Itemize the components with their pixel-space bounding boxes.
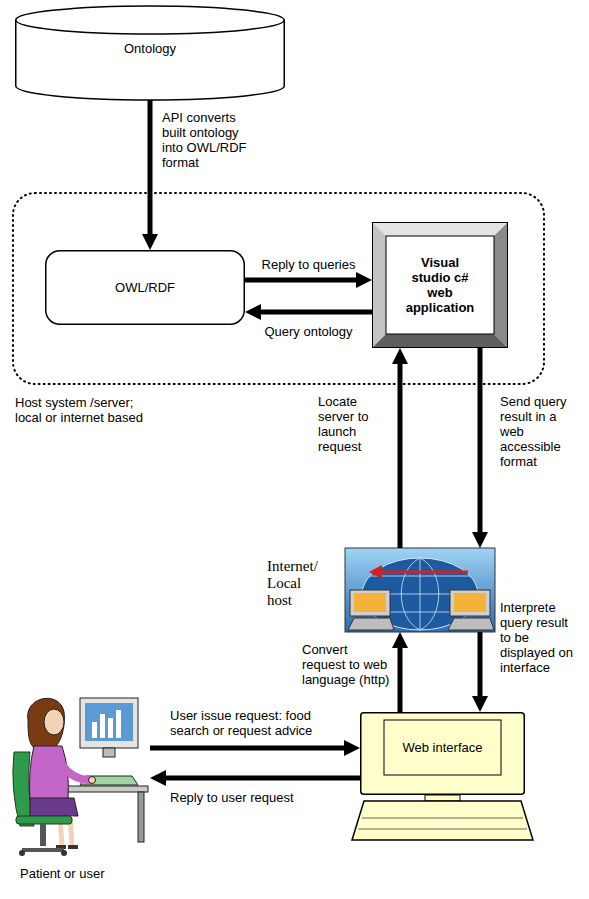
database-cylinder: Ontology (15, 6, 285, 100)
node-label: OWL/RDF (115, 280, 175, 295)
arrow-label: Locate server to launch request (318, 394, 394, 454)
arrow-label: Query ontology (245, 324, 372, 339)
user-node-outline (8, 690, 150, 858)
arrow-label: Convert request to web language (http) (302, 642, 392, 687)
monitor-box: Web interface (360, 712, 525, 795)
flow-arrow (148, 100, 153, 238)
flow-arrow (478, 348, 483, 536)
node-label: Ontology (124, 41, 176, 56)
arrow-label: Interprete query result to be displayed … (500, 600, 578, 675)
user-illustration (13, 698, 148, 856)
arrow-label: Send query result in a web accessible fo… (500, 394, 580, 469)
node-label: Visual studio c# web application (402, 255, 478, 315)
flow-arrow (398, 644, 403, 712)
flow-arrow (150, 746, 348, 751)
application-box: Visual studio c# web application (372, 222, 508, 348)
host-region: Host system /server; local or internet b… (12, 192, 545, 385)
flow-arrow (245, 278, 360, 283)
arrow-label: API converts built ontology into OWL/RDF… (162, 110, 257, 170)
node-caption: Internet/ Local host (267, 558, 327, 609)
node-caption: Patient or user (20, 866, 160, 881)
user-node: Patient or user (8, 690, 150, 858)
node-caption: Host system /server; local or internet b… (15, 395, 160, 425)
flow-arrow (478, 632, 483, 700)
monitor-base (352, 795, 533, 840)
arrow-label: Reply to user request (170, 790, 335, 805)
network-illustration (345, 548, 495, 632)
flow-arrow (398, 360, 403, 548)
network-node-outline (345, 548, 495, 632)
network-node: Internet/ Local host (345, 548, 495, 632)
process-box: OWL/RDF (45, 250, 245, 325)
arrow-label: Reply to queries (245, 257, 372, 272)
arrow-label: User issue request: food search or reque… (170, 708, 335, 738)
flow-arrow (162, 776, 360, 781)
flow-arrow (257, 310, 372, 315)
node-label: Web interface (403, 740, 483, 755)
